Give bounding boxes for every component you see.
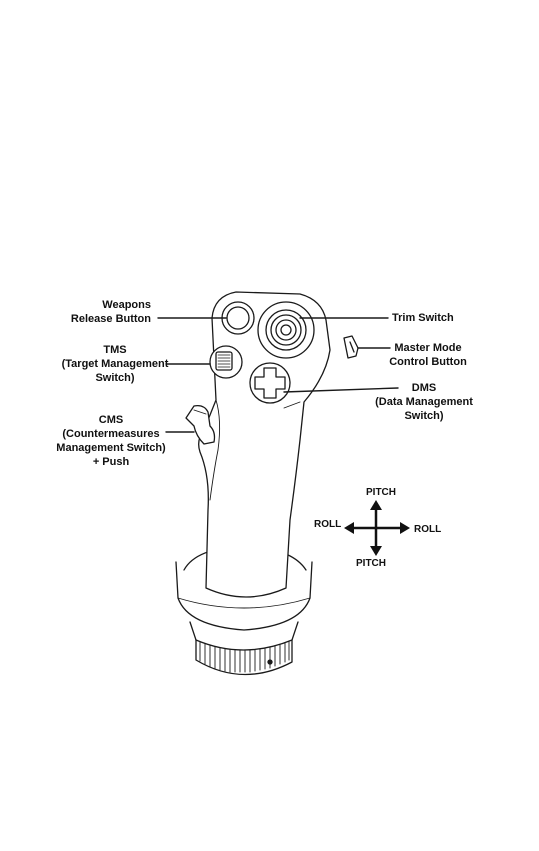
label-line: Weapons [71,298,151,312]
dms-switch[interactable] [250,363,290,403]
pitch-roll-arrows [344,500,410,556]
dms-label: DMS (Data Management Switch) [372,381,476,423]
arrow-down-icon [370,546,382,556]
weapons-release-button[interactable] [222,302,254,334]
label-line: (Target Management [60,357,170,371]
pitch-top-label: PITCH [366,486,396,500]
arrow-up-icon [370,500,382,510]
label-line: + Push [52,455,170,469]
arrow-left-icon [344,522,354,534]
tms-switch[interactable] [210,346,242,378]
label-line: Management Switch) [52,441,170,455]
label-line: Control Button [388,355,468,369]
cms-switch[interactable] [186,406,215,444]
label-line: Switch) [372,409,476,423]
roll-right-label: ROLL [414,523,441,537]
label-line: CMS [52,413,170,427]
label-line: Trim Switch [392,311,454,325]
trim-switch[interactable] [258,302,314,358]
cms-label: CMS (Countermeasures Management Switch) … [52,413,170,469]
weapons-release-label: Weapons Release Button [71,298,151,326]
master-mode-button[interactable] [344,336,358,358]
label-line: (Data Management [372,395,476,409]
label-line: (Countermeasures [52,427,170,441]
trim-switch-label: Trim Switch [392,311,454,325]
label-line: Switch) [60,371,170,385]
pitch-bottom-label: PITCH [356,557,386,571]
master-mode-label: Master Mode Control Button [388,341,468,369]
roll-left-label: ROLL [314,518,341,532]
label-line: DMS [372,381,476,395]
tms-label: TMS (Target Management Switch) [60,343,170,385]
arrow-right-icon [400,522,410,534]
label-line: TMS [60,343,170,357]
label-line: Release Button [71,312,151,326]
label-line: Master Mode [388,341,468,355]
